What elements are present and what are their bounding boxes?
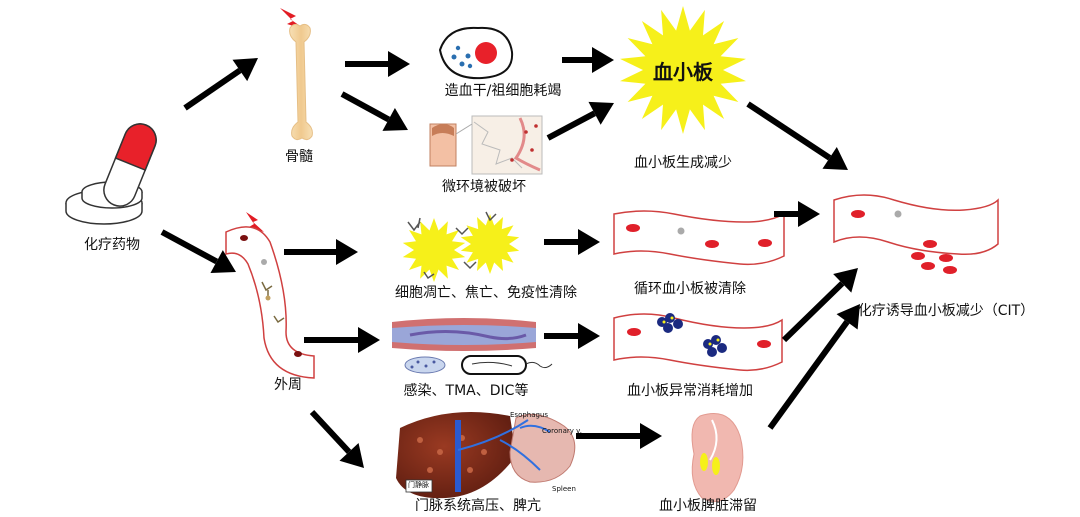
lightning-icon xyxy=(280,8,306,30)
arrow-head xyxy=(336,239,358,265)
arrow-head xyxy=(798,201,820,227)
arrow-head xyxy=(578,323,600,349)
arrow-head xyxy=(836,304,860,330)
arrow-head xyxy=(822,147,848,170)
arrow-shaft xyxy=(767,320,850,430)
portal-vein-label: 门静脉 xyxy=(408,481,429,489)
arrow-stemcell-to-platelet xyxy=(562,47,614,73)
arrow-shaft xyxy=(781,281,845,343)
arrow-head xyxy=(382,108,408,131)
arrow-head xyxy=(640,423,662,449)
arrow-consumption-to-cit xyxy=(781,268,858,343)
splenic-label: 血小板脾脏滞留 xyxy=(659,498,757,514)
infection-label: 感染、TMA、DIC等 xyxy=(403,383,529,399)
liver-spleen-anatomy-icon xyxy=(396,412,576,499)
arrow-head xyxy=(210,250,236,273)
apoptosis-label: 细胞凋亡、焦亡、免疫性清除 xyxy=(395,285,577,301)
apoptosis-starburst-icon xyxy=(402,211,520,282)
periphery-label: 外周 xyxy=(274,377,302,393)
arrow-production-to-cit xyxy=(746,101,848,170)
arrow-marrow-to-microenv xyxy=(340,91,408,131)
arrow-shaft xyxy=(309,409,352,454)
circ-clear-label: 循环血小板被清除 xyxy=(634,281,746,297)
arrow-shaft xyxy=(183,67,242,111)
periphery-vessel xyxy=(225,226,315,379)
arrow-infection-to-consumption xyxy=(544,323,600,349)
virus-icon xyxy=(404,356,446,374)
spleen-icon xyxy=(691,413,744,503)
consumption-label: 血小板异常消耗增加 xyxy=(627,383,753,399)
arrow-head xyxy=(592,47,614,73)
vessel-cleared-icon xyxy=(613,210,785,266)
vessel-damage-icon xyxy=(392,318,536,351)
cit-label: 化疗诱导血小板减少（CIT） xyxy=(857,303,1035,319)
arrow-shaft xyxy=(160,229,219,265)
arrow-drug-to-marrow xyxy=(183,58,258,111)
vessel-cit-icon xyxy=(833,194,999,274)
arrow-head xyxy=(232,58,258,82)
arrow-head xyxy=(833,268,858,293)
portal-label: 门脉系统高压、脾亢 xyxy=(415,498,541,514)
arrow-head xyxy=(339,443,364,468)
arrow-periphery-to-portal xyxy=(309,409,364,468)
platelet-starburst-icon xyxy=(620,6,746,134)
coronary-label: Coronary v. xyxy=(542,427,582,435)
platelet-aggregate-icon xyxy=(657,313,727,357)
arrow-shaft xyxy=(546,110,596,141)
arrow-shaft xyxy=(340,91,391,123)
arrow-clear-to-cit xyxy=(774,201,820,227)
microenvironment-icon xyxy=(429,115,543,175)
arrow-head xyxy=(358,327,380,353)
arrow-head xyxy=(388,51,410,77)
arrow-splenic-to-cit xyxy=(767,304,860,430)
arrow-periphery-to-infection xyxy=(304,327,380,353)
stem-cell-icon xyxy=(438,26,514,80)
platelet-star-label: 血小板 xyxy=(653,60,713,84)
bone-marrow-label: 骨髓 xyxy=(285,149,313,165)
bone-icon xyxy=(289,23,313,141)
vessel-consumption-icon xyxy=(613,313,783,372)
bacterium-icon xyxy=(461,355,553,375)
arrow-apoptosis-to-clear xyxy=(544,229,600,255)
spleen-anatomy-label: Spleen xyxy=(552,485,576,493)
arrow-drug-to-periphery xyxy=(160,229,236,273)
drug-label: 化疗药物 xyxy=(84,237,140,253)
stem-cell-label: 造血干/祖细胞耗竭 xyxy=(444,83,562,99)
arrow-marrow-to-stemcell xyxy=(345,51,410,77)
arrow-head xyxy=(588,101,614,125)
microenv-label: 微环境被破坏 xyxy=(442,179,526,195)
production-down-label: 血小板生成减少 xyxy=(634,155,732,171)
arrow-head xyxy=(578,229,600,255)
arrow-periphery-to-apoptosis xyxy=(284,239,358,265)
capsule-icon xyxy=(103,123,157,207)
arrow-microenv-to-platelet xyxy=(546,101,614,141)
esophagus-label: Esophagus xyxy=(510,411,549,419)
arrow-shaft xyxy=(746,101,832,161)
arrow-portal-to-splenic xyxy=(576,423,662,449)
